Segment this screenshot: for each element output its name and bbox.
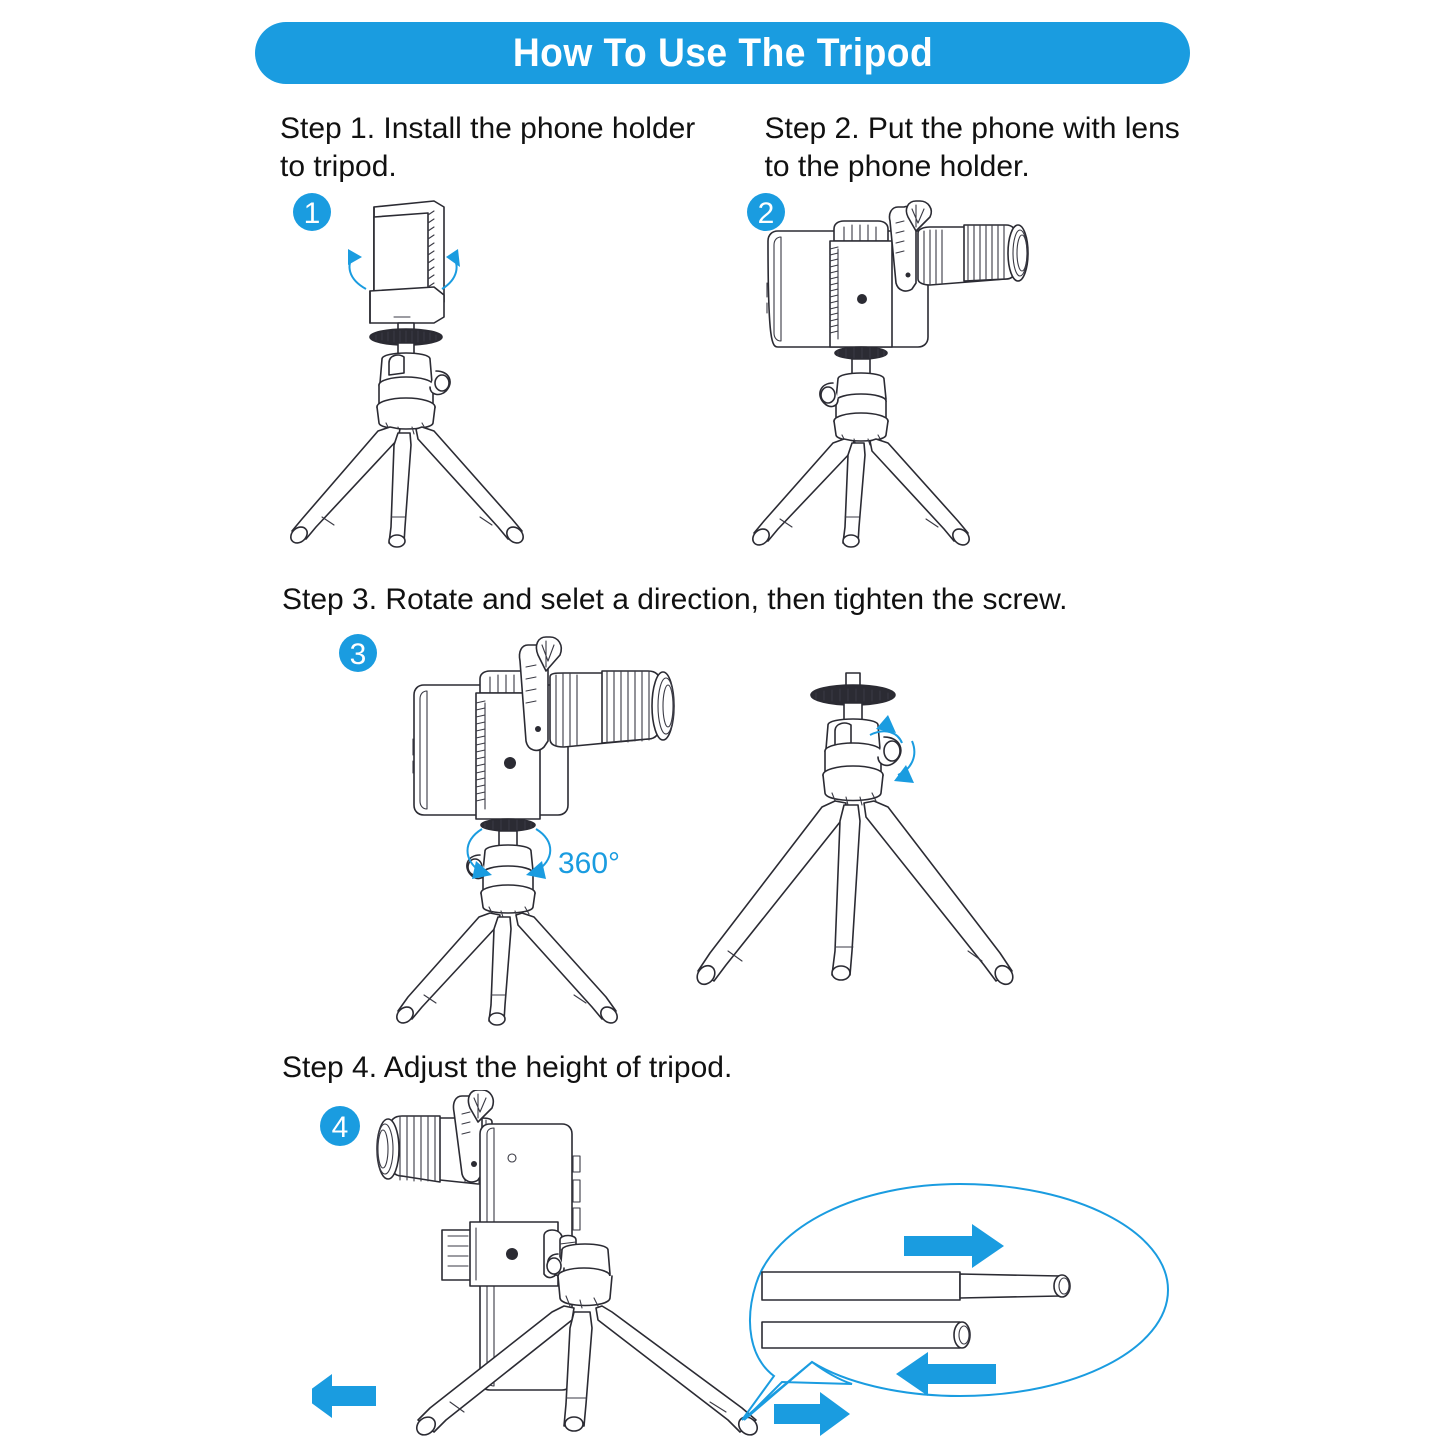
step-2-text-column: Step 2. Put the phone with lens to the p… [723,110,1445,187]
step-3-instruction: Step 3. Rotate and selet a direction, th… [282,581,1445,619]
retract-arrow-icon [896,1352,996,1396]
step-2-badge-number: 2 [758,197,775,230]
phone-holder-clamp-icon [442,1222,563,1286]
steps-1-2-figure-row: 1 [0,187,1445,565]
title-pill: How To Use The Tripod [255,22,1190,84]
step-3-figure-row: 3 [0,623,1445,1043]
tripod-legs-icon [394,913,621,1026]
step-4-badge-number: 4 [332,1111,349,1144]
phone-holder-clamp-icon [830,221,892,347]
steps-1-2-text-row: Step 1. Install the phone holder to trip… [0,110,1445,187]
step-1-illustration: 1 [258,187,588,557]
extend-leg-left-arrow-icon [312,1374,376,1418]
page-title: How To Use The Tripod [512,31,932,76]
step-1-badge-number: 1 [304,197,321,230]
step-4-instruction: Step 4. Adjust the height of tripod. [282,1049,1445,1087]
tripod-legs-icon [750,439,973,548]
step-3-badge-number: 3 [350,638,367,671]
step-2-illustration: 2 [738,187,1088,557]
step-2-badge: 2 [747,193,785,231]
tripod-ball-head-icon [370,323,450,434]
telephoto-lens-icon [918,225,1028,285]
tripod-ball-head-icon [820,347,888,445]
leg-extension-callout-balloon [742,1184,1168,1420]
extend-arrow-icon [904,1224,1004,1268]
step-4-figure-row: 4 [0,1090,1445,1450]
leg-segment-extended [762,1272,1070,1300]
step-1-instruction: Step 1. Install the phone holder to trip… [280,110,723,187]
rotate-arrow-left-icon [348,249,366,289]
step-4-illustration: 4 [312,1090,1332,1440]
step-3-illustration-rotate: 3 [330,623,710,1043]
step-1-badge: 1 [293,193,331,231]
phone-holder-icon [370,201,444,323]
step-1-text-column: Step 1. Install the phone holder to trip… [0,110,723,187]
telephoto-lens-icon [550,671,674,747]
rotation-degrees-label: 360° [558,847,620,880]
leg-segment-retracted [762,1322,970,1348]
tripod-screw-knob-icon [811,673,895,723]
step-2-instruction: Step 2. Put the phone with lens to the p… [765,110,1445,187]
step-3-illustration-tighten-screw [680,661,1080,1021]
tripod-legs-icon [413,1306,761,1439]
tripod-legs-icon [288,427,527,547]
step-4-badge: 4 [320,1106,360,1146]
extend-leg-right-arrow-icon [774,1392,850,1436]
tripod-legs-icon [694,801,1017,988]
header-bar: How To Use The Tripod [0,0,1445,84]
step-3-badge: 3 [339,634,377,672]
